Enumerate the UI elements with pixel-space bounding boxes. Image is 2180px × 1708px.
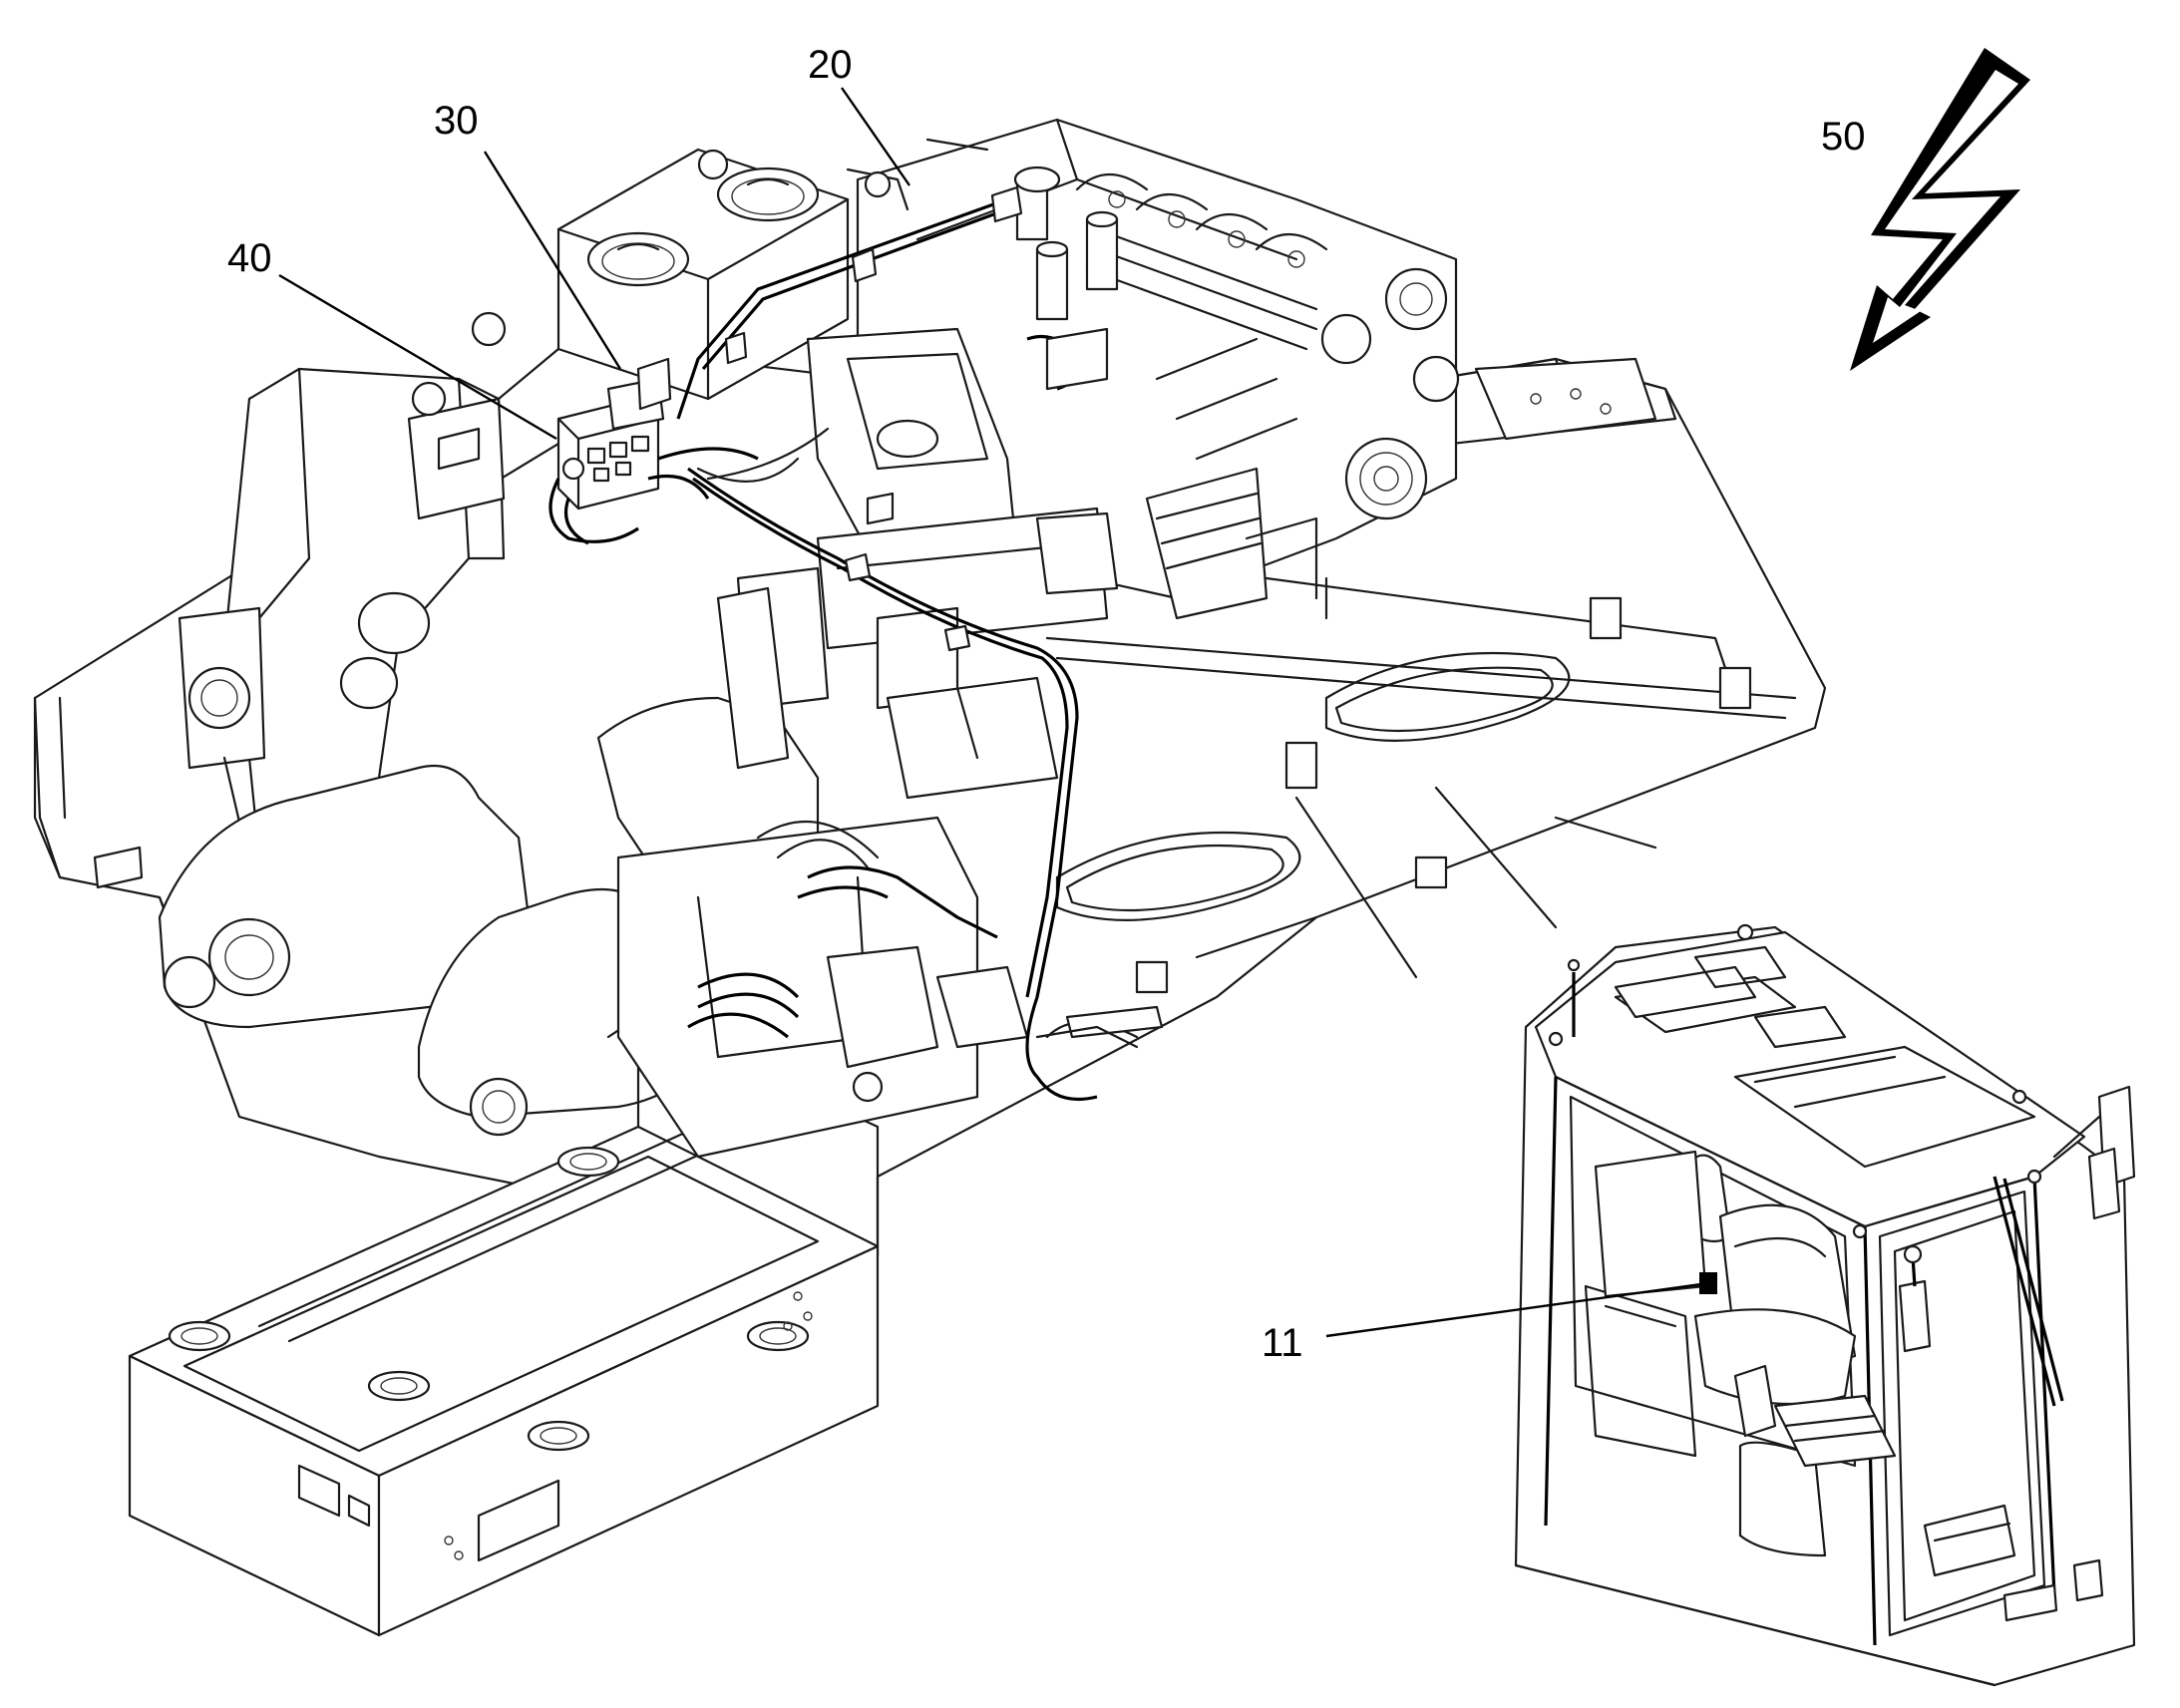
- callout-20: 20: [808, 43, 853, 87]
- front-box-frame: [128, 1015, 880, 1637]
- leader-40: [278, 273, 557, 441]
- control-unit-11: [1699, 1272, 1717, 1294]
- hydraulic-tank: [407, 148, 850, 520]
- callout-50: 50: [1821, 115, 1866, 159]
- callout-11: 11: [1262, 1321, 1303, 1365]
- leader-lines: [278, 87, 1702, 1338]
- lightning-bolt-icon: [1850, 48, 2030, 371]
- leader-20: [841, 87, 910, 186]
- engine-mount-frame: [716, 327, 1119, 800]
- operator-cab: [1514, 923, 2136, 1687]
- callout-40: 40: [227, 236, 272, 280]
- center-mechanism: [616, 816, 1164, 1159]
- callout-labels: 20 30 40 50 11: [227, 43, 1866, 1365]
- leader-30: [483, 151, 622, 370]
- wiring-harness: [676, 185, 1139, 1102]
- leader-11: [1325, 1282, 1702, 1338]
- callout-30: 30: [434, 99, 479, 143]
- relay-module: [548, 357, 759, 545]
